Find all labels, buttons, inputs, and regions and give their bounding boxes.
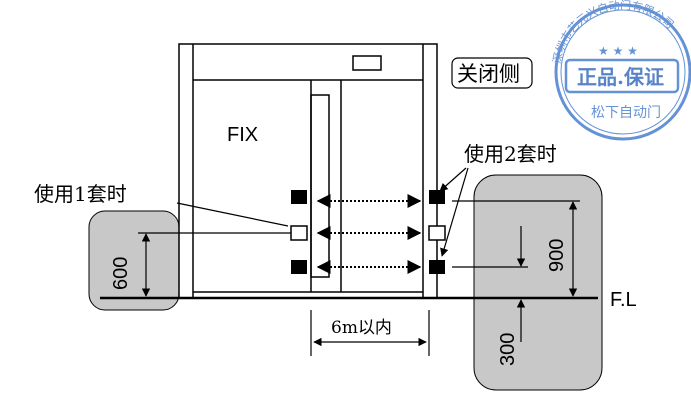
sensor-right-top [429,190,445,204]
dim-600-lines [138,232,291,297]
sensor-right-middle [428,225,446,241]
left-detection-zone [88,210,180,311]
sensor-left-top [291,190,307,204]
use-two-leader-2 [440,167,469,257]
sensor-left-middle [290,225,308,241]
sensor-beams [316,194,422,274]
use-one-label: 使用1套时 [34,182,127,206]
sensor-left-bottom [291,260,307,274]
stamp-main-text: 正品.保证 [577,65,664,89]
dim-300-label: 300 [497,333,519,366]
stamp-banner [564,58,680,94]
stamp-bottom-text: 松下自动门 [591,105,661,121]
use-two-leader-1 [439,167,467,192]
floor-line-label: F.L [610,289,637,311]
use-two-label: 使用2套时 [464,142,557,166]
stamp-stars: ★ ★ ★ [598,44,638,58]
door-operator-box [352,55,382,71]
dim-900-lines [452,200,580,297]
dim-600-label: 600 [110,257,132,290]
dim-900-label: 900 [546,239,568,272]
close-side-label: 关闭侧 [457,62,520,86]
sensor-right-bottom [429,260,445,274]
use-one-leader [176,202,289,227]
right-detection-zone [473,174,603,391]
range-label: 6m以内 [331,318,392,338]
fix-label: FIX [227,124,258,146]
close-side-box [451,57,533,89]
authenticity-stamp: 深圳市艺元兴自动门有限公司 ★ ★ ★ 正品.保证 松下自动门 [550,0,691,141]
range-dim-lines [310,310,430,356]
door-frame [178,43,438,299]
